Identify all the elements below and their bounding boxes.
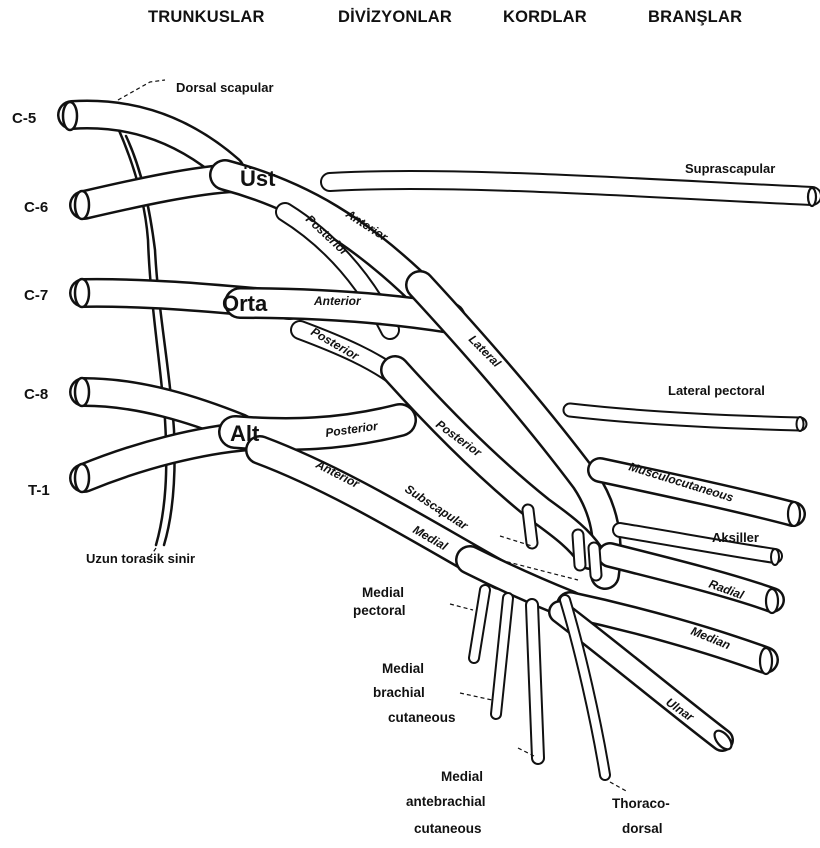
branch-medial-pectoral-line2: pectoral xyxy=(353,603,406,618)
root-c5-label: C-5 xyxy=(12,110,36,127)
branch-dorsal-scapular-label: Dorsal scapular xyxy=(176,80,274,95)
branch-medial-pectoral-line1: Medial xyxy=(362,585,404,600)
branch-thoracodorsal-line2: dorsal xyxy=(622,821,663,836)
branch-medial-antebrachial-line1: Medial xyxy=(441,769,483,784)
root-t1-label: T-1 xyxy=(28,482,50,499)
branch-medial-brachial-line1: Medial xyxy=(382,661,424,676)
trunk-lower-label: Alt xyxy=(230,421,260,446)
branch-medial-antebrachial-line3: cutaneous xyxy=(414,821,482,836)
branch-axillary-label: Aksiller xyxy=(712,530,759,545)
root-c8-label: C-8 xyxy=(24,386,48,403)
trunk-upper-label: Üst xyxy=(240,166,276,191)
root-c6-label: C-6 xyxy=(24,199,48,216)
division-middle-anterior-label: Anterior xyxy=(313,294,362,308)
branch-lateral-pectoral-label: Lateral pectoral xyxy=(668,383,765,398)
branch-medial-brachial-line2: brachial xyxy=(373,685,425,700)
branch-medial-antebrachial-line2: antebrachial xyxy=(406,794,486,809)
trunk-middle-label: Orta xyxy=(222,291,268,316)
branch-medial-brachial-line3: cutaneous xyxy=(388,710,456,725)
branch-thoracodorsal-line1: Thoraco- xyxy=(612,796,670,811)
branch-suprascapular-label: Suprascapular xyxy=(685,161,775,176)
branch-long-thoracic-label: Uzun torasik sinir xyxy=(86,551,195,566)
root-c7-label: C-7 xyxy=(24,287,48,304)
